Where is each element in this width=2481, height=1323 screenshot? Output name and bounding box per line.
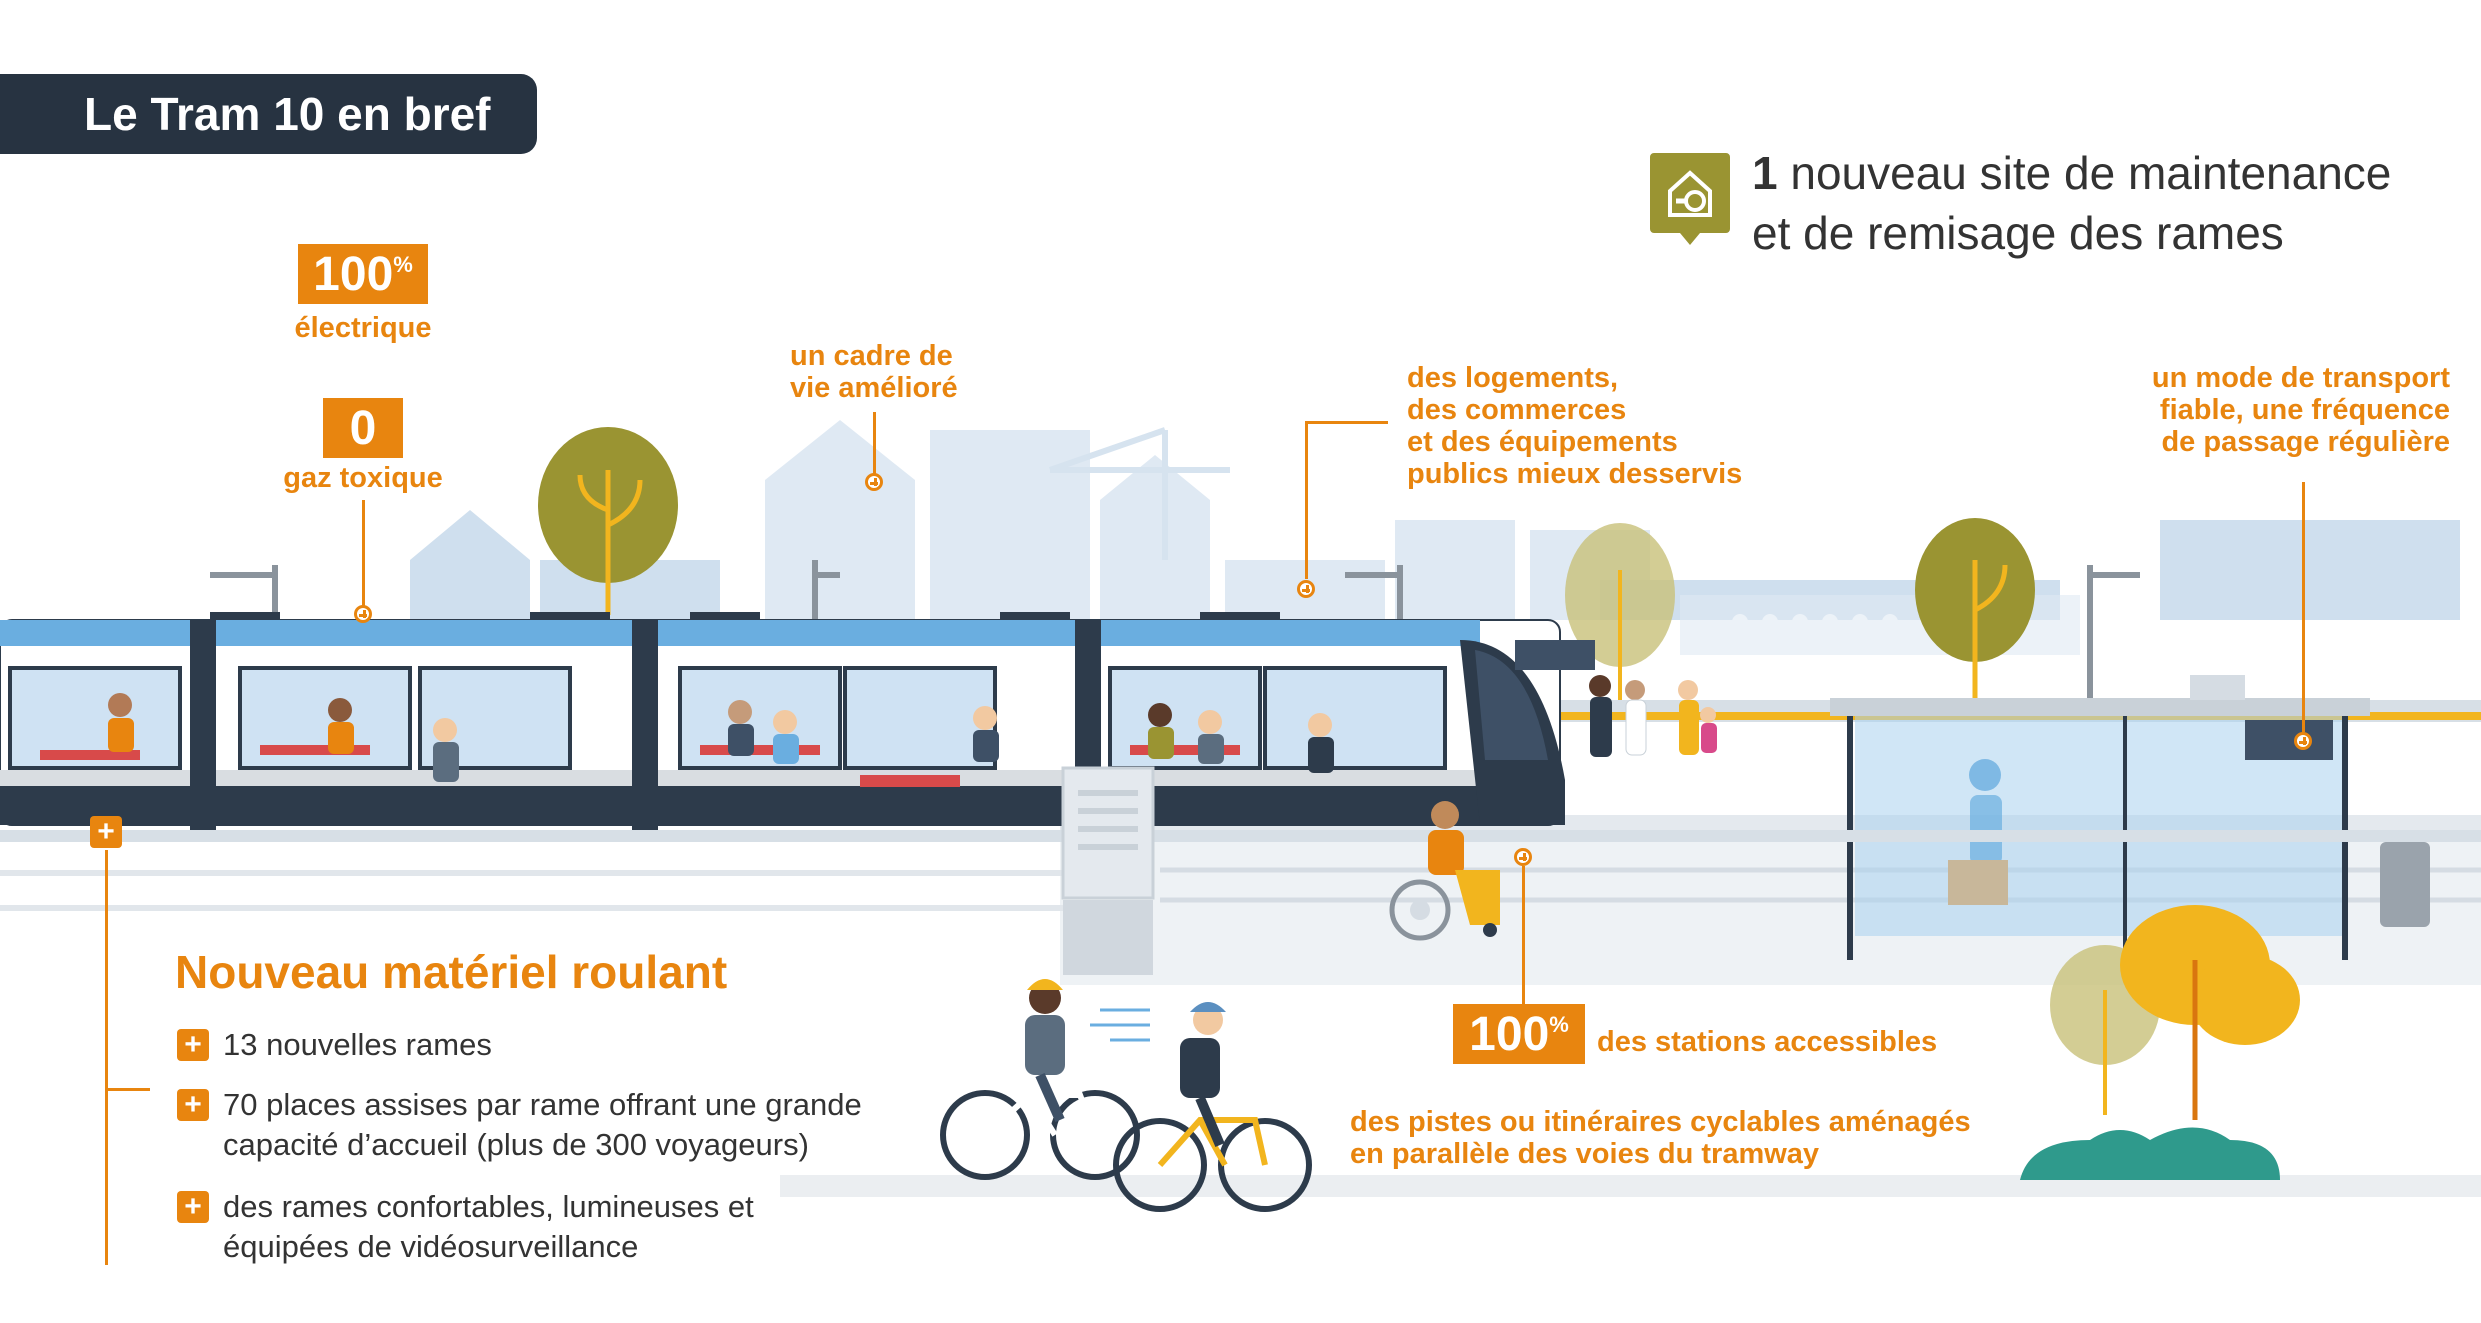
plus-icon: + [177, 1029, 209, 1061]
stations-label: des stations accessibles [1597, 1026, 1938, 1058]
logements-line2: des commerces [1407, 394, 1627, 426]
electric-label: électrique [294, 312, 432, 344]
electric-stat-box: 100% [298, 244, 428, 304]
item-1-line1: 13 nouvelles rames [223, 1027, 492, 1062]
stations-value: 100 [1469, 1007, 1550, 1061]
maintenance-icon [1650, 153, 1730, 245]
item-2-line2: capacité d’accueil (plus de 300 voyageur… [223, 1127, 809, 1162]
pistes-line2: en parallèle des voies du tramway [1350, 1138, 1820, 1170]
logements-connector-v [1305, 421, 1308, 579]
plus-icon: + [177, 1089, 209, 1121]
gas-label: gaz toxique [283, 462, 443, 494]
cadre-connector [873, 412, 876, 474]
transport-line2: fiable, une fréquence [2159, 394, 2450, 426]
pistes-callout: des pistes ou itinéraires cyclables amén… [1350, 1106, 1990, 1170]
gas-stat-box: 0 [323, 398, 403, 458]
electric-unit: % [393, 252, 413, 277]
transport-line1: un mode de transport [2151, 362, 2450, 394]
cadre-line2: vie amélioré [790, 372, 958, 404]
rolling-stock-connector-h [105, 1088, 150, 1091]
rolling-stock-connector-v2 [105, 1090, 108, 1265]
page-title: Le Tram 10 en bref [0, 74, 537, 154]
gas-marker [354, 605, 372, 623]
stations-unit: % [1549, 1012, 1569, 1037]
maintenance-number: 1 [1752, 147, 1778, 199]
list-item: + 70 places assises par rame offrant une… [177, 1085, 897, 1165]
transport-line3: de passage régulière [2161, 426, 2450, 458]
list-item: + 13 nouvelles rames [177, 1025, 897, 1065]
logements-line4: publics mieux desservis [1407, 458, 1743, 490]
transport-callout: un mode de transport fiable, une fréquen… [2100, 362, 2450, 458]
plus-icon: + [177, 1191, 209, 1223]
maintenance-line1: nouveau site de maintenance [1790, 147, 2392, 199]
logements-callout: des logements, des commerces et des équi… [1407, 362, 1807, 490]
electric-value: 100 [313, 247, 394, 301]
rolling-stock-connector-v [105, 850, 108, 1090]
transport-marker [2294, 732, 2312, 750]
maintenance-text: 1 nouveau site de maintenance et de remi… [1752, 143, 2452, 263]
cadre-line1: un cadre de [790, 340, 953, 372]
stations-connector [1522, 866, 1525, 1006]
stations-stat-box: 100% [1453, 1004, 1585, 1064]
item-3-line1: des rames confortables, lumineuses et [223, 1189, 754, 1224]
rolling-stock-heading: Nouveau matériel roulant [175, 946, 728, 998]
logements-connector-h [1308, 421, 1388, 424]
stations-marker [1514, 848, 1532, 866]
list-item: + des rames confortables, lumineuses et … [177, 1187, 897, 1267]
maintenance-line2: et de remisage des rames [1752, 207, 2284, 259]
logements-line1: des logements, [1407, 362, 1619, 394]
transport-connector [2302, 482, 2305, 732]
rolling-stock-list: + 13 nouvelles rames + 70 places assises… [177, 1025, 897, 1267]
item-2-line1: 70 places assises par rame offrant une g… [223, 1087, 862, 1122]
gas-connector [362, 500, 365, 608]
rolling-stock-marker: + [90, 816, 122, 848]
pistes-line1: des pistes ou itinéraires cyclables amén… [1350, 1106, 1971, 1138]
logements-marker [1297, 580, 1315, 598]
item-3-line2: équipées de vidéosurveillance [223, 1229, 639, 1264]
cadre-marker [865, 473, 883, 491]
cadre-callout: un cadre de vie amélioré [790, 340, 990, 404]
logements-line3: et des équipements [1407, 426, 1678, 458]
gas-value: 0 [349, 401, 377, 455]
